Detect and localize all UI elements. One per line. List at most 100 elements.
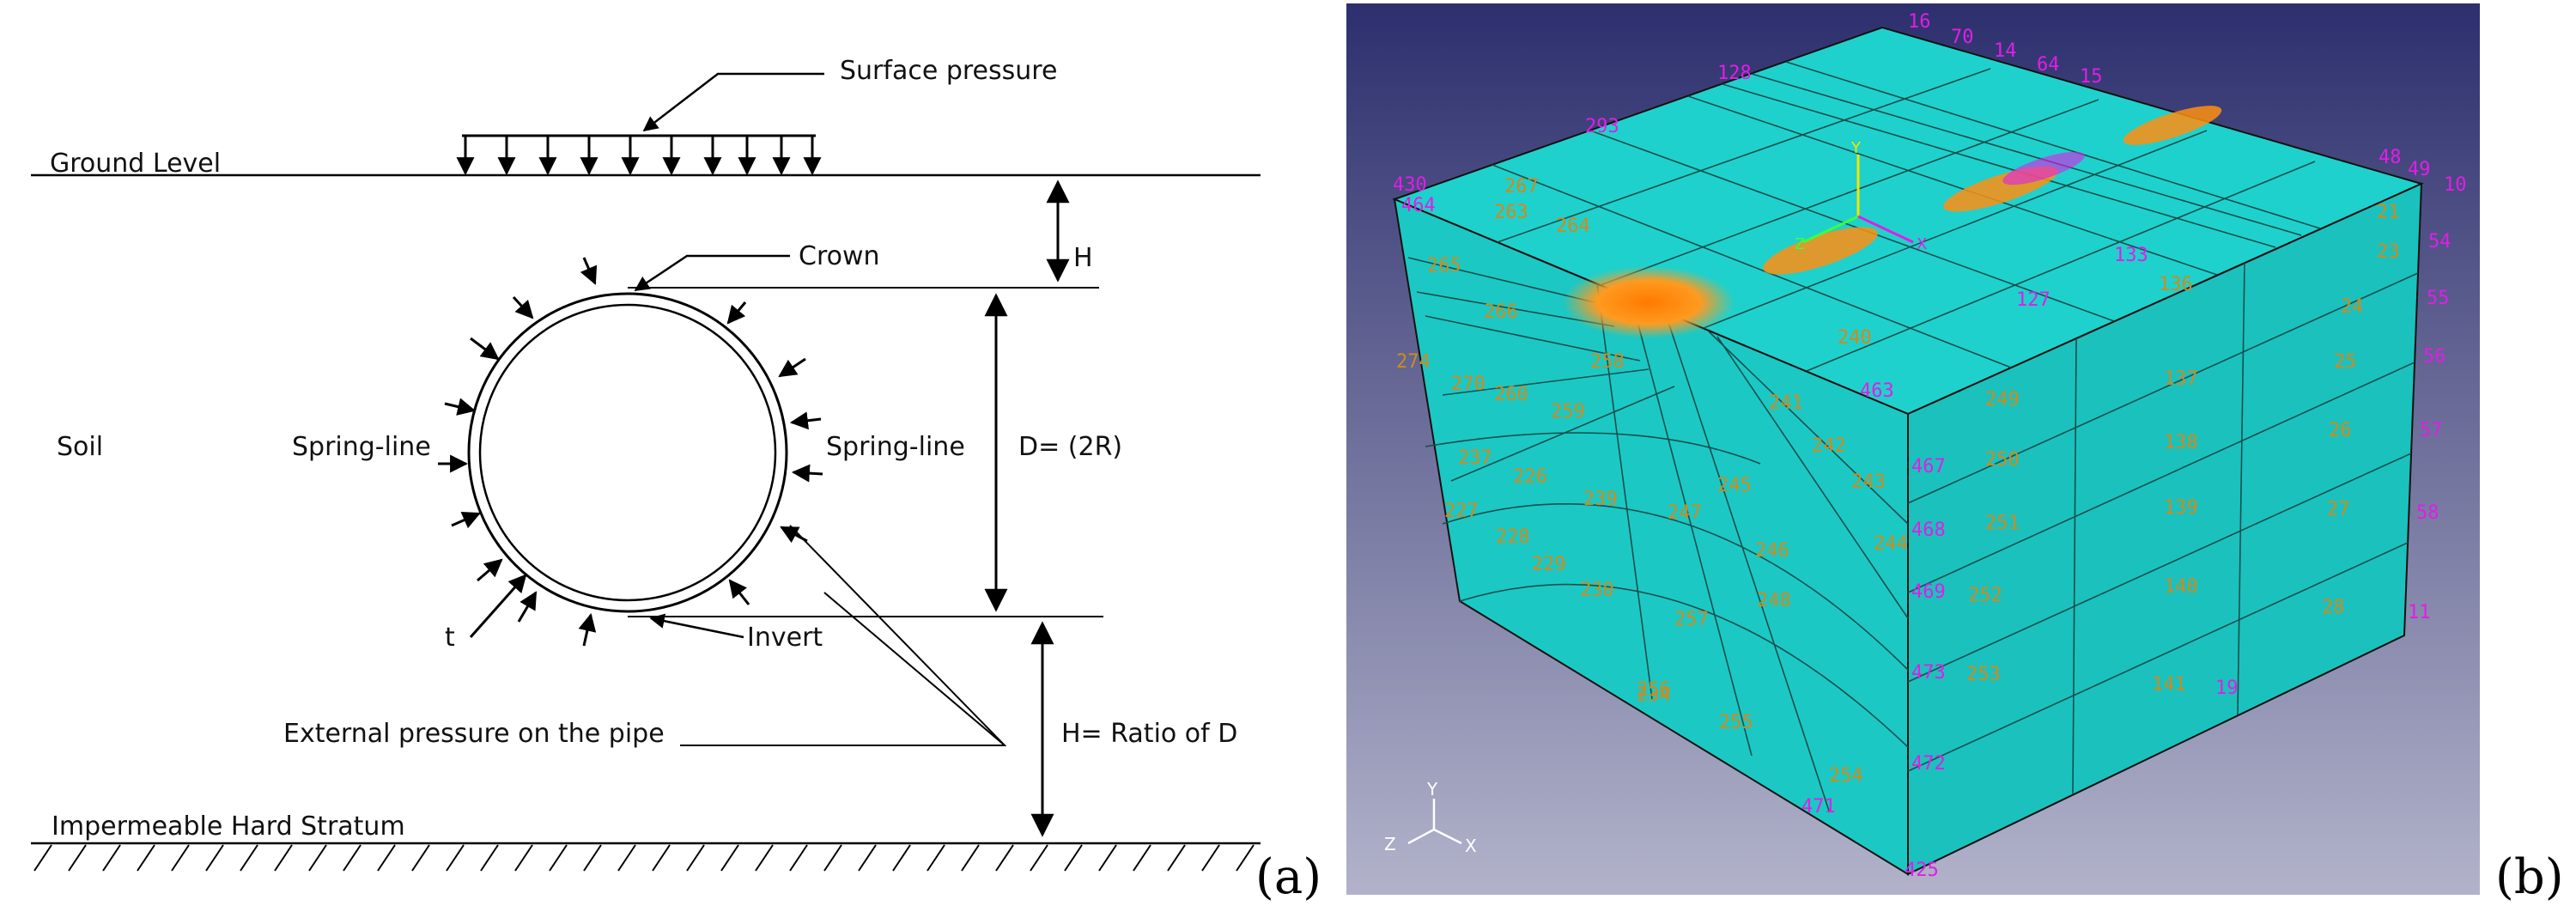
spring-line-left-label: Spring-line	[292, 432, 431, 462]
external-pressure-arrows	[438, 257, 823, 647]
pipe-mesh-refinement-4	[2123, 106, 2222, 145]
svg-text:16: 16	[1908, 11, 1931, 33]
svg-text:28: 28	[2322, 597, 2345, 618]
stratum-label: Impermeable Hard Stratum	[52, 812, 405, 842]
panel-a: Ground Level Surface pressure	[31, 56, 1321, 905]
svg-text:254: 254	[1829, 765, 1863, 787]
svg-text:467: 467	[1911, 456, 1946, 477]
ground-level-label: Ground Level	[50, 149, 221, 179]
svg-text:57: 57	[2420, 420, 2443, 441]
svg-text:10: 10	[2444, 174, 2467, 196]
node-labels-orange: 249 250 251 252 253 254 255 256 257 245 …	[1396, 176, 2400, 787]
svg-text:128: 128	[1717, 63, 1752, 84]
pipe-mesh-refinement	[1563, 266, 1735, 338]
svg-text:64: 64	[2037, 54, 2060, 76]
crown-label: Crown	[799, 241, 880, 271]
pipe-mesh-magenta	[2002, 151, 2085, 185]
svg-text:471: 471	[1801, 796, 1836, 818]
svg-text:256: 256	[1637, 679, 1671, 701]
svg-text:468: 468	[1911, 520, 1946, 541]
svg-text:245: 245	[1717, 475, 1752, 496]
svg-text:464: 464	[1401, 195, 1436, 216]
stratum-hatching	[33, 844, 1255, 872]
svg-text:227: 227	[1444, 501, 1479, 522]
surface-pressure-arrows	[456, 134, 822, 176]
axes-triad	[1407, 799, 1462, 845]
pipe-outer	[467, 292, 788, 613]
svg-text:251: 251	[1985, 513, 2020, 534]
surface-pressure-label: Surface pressure	[840, 56, 1057, 86]
svg-text:Z: Z	[1795, 235, 1805, 253]
model-triad: Y Z X	[1795, 139, 1927, 253]
svg-text:293: 293	[1585, 116, 1619, 137]
thickness-arrow	[469, 574, 527, 638]
svg-text:473: 473	[1911, 662, 1946, 684]
svg-text:265: 265	[1427, 255, 1461, 277]
thickness-label: t	[445, 623, 455, 653]
svg-text:247: 247	[1668, 502, 1702, 524]
svg-text:136: 136	[2159, 274, 2193, 295]
panel-b-label: (b)	[2495, 849, 2564, 905]
svg-text:54: 54	[2428, 231, 2451, 252]
svg-text:258: 258	[1590, 351, 1625, 373]
front-mesh	[1407, 257, 1909, 812]
node-labels-magenta: 16 70 14 64 15 48 49 10 54 55 56 57 58 1…	[1393, 11, 2467, 881]
svg-text:25: 25	[2334, 351, 2357, 373]
svg-text:138: 138	[2164, 432, 2198, 453]
svg-text:250: 250	[1985, 449, 2020, 471]
spring-line-right-label: Spring-line	[826, 432, 965, 462]
svg-text:463: 463	[1860, 380, 1894, 402]
svg-text:23: 23	[2377, 241, 2400, 263]
svg-text:472: 472	[1911, 753, 1946, 775]
svg-text:24: 24	[2341, 296, 2364, 318]
svg-text:274: 274	[1396, 351, 1431, 373]
svg-text:267: 267	[1504, 176, 1539, 198]
svg-text:266: 266	[1484, 301, 1518, 323]
svg-text:248: 248	[1757, 590, 1791, 611]
h-bottom-label: H= Ratio of D	[1061, 719, 1237, 749]
svg-text:141: 141	[2152, 674, 2186, 696]
external-pressure-leader-2	[823, 592, 1005, 746]
svg-text:243: 243	[1851, 471, 1886, 493]
invert-label: Invert	[747, 623, 823, 653]
svg-text:X: X	[1917, 235, 1927, 253]
pipe-mesh-refinement-2	[1763, 227, 1878, 275]
svg-text:260: 260	[1494, 384, 1528, 405]
svg-text:270: 270	[1451, 374, 1485, 395]
svg-text:263: 263	[1494, 202, 1528, 223]
svg-text:253: 253	[1966, 664, 2001, 685]
svg-text:469: 469	[1911, 581, 1946, 603]
surface-pressure-leader	[642, 72, 824, 132]
svg-text:430: 430	[1393, 174, 1427, 196]
svg-text:226: 226	[1513, 466, 1547, 488]
svg-text:259: 259	[1551, 401, 1585, 422]
svg-text:230: 230	[1580, 580, 1614, 601]
svg-text:239: 239	[1583, 489, 1618, 510]
svg-text:255: 255	[1719, 712, 1753, 733]
svg-text:249: 249	[1985, 389, 2020, 410]
svg-text:264: 264	[1556, 216, 1590, 237]
external-pressure-label: External pressure on the pipe	[283, 719, 665, 749]
svg-text:27: 27	[2327, 499, 2350, 520]
svg-text:19: 19	[2215, 678, 2239, 699]
svg-text:14: 14	[1994, 40, 2017, 62]
svg-text:244: 244	[1874, 533, 1908, 555]
axes-triad-y: Y	[1426, 779, 1438, 799]
panel-b: Y Z X 16 70 14 64 15 48 49 10 54 55 56 5…	[1346, 3, 2564, 905]
svg-text:15: 15	[2080, 66, 2103, 88]
cube-right-face	[1907, 182, 2423, 876]
external-pressure-leader	[680, 525, 1007, 746]
svg-text:257: 257	[1674, 609, 1709, 630]
pipe-inner	[478, 303, 777, 602]
svg-text:21: 21	[2377, 202, 2400, 223]
panel-a-label: (a)	[1255, 849, 1321, 905]
svg-text:228: 228	[1496, 526, 1530, 548]
svg-text:237: 237	[1458, 447, 1492, 469]
h-top-label: H	[1073, 243, 1093, 273]
svg-text:229: 229	[1532, 554, 1566, 575]
svg-text:26: 26	[2329, 420, 2352, 441]
svg-text:240: 240	[1838, 327, 1872, 349]
svg-text:241: 241	[1769, 392, 1803, 414]
svg-text:133: 133	[2114, 245, 2148, 266]
